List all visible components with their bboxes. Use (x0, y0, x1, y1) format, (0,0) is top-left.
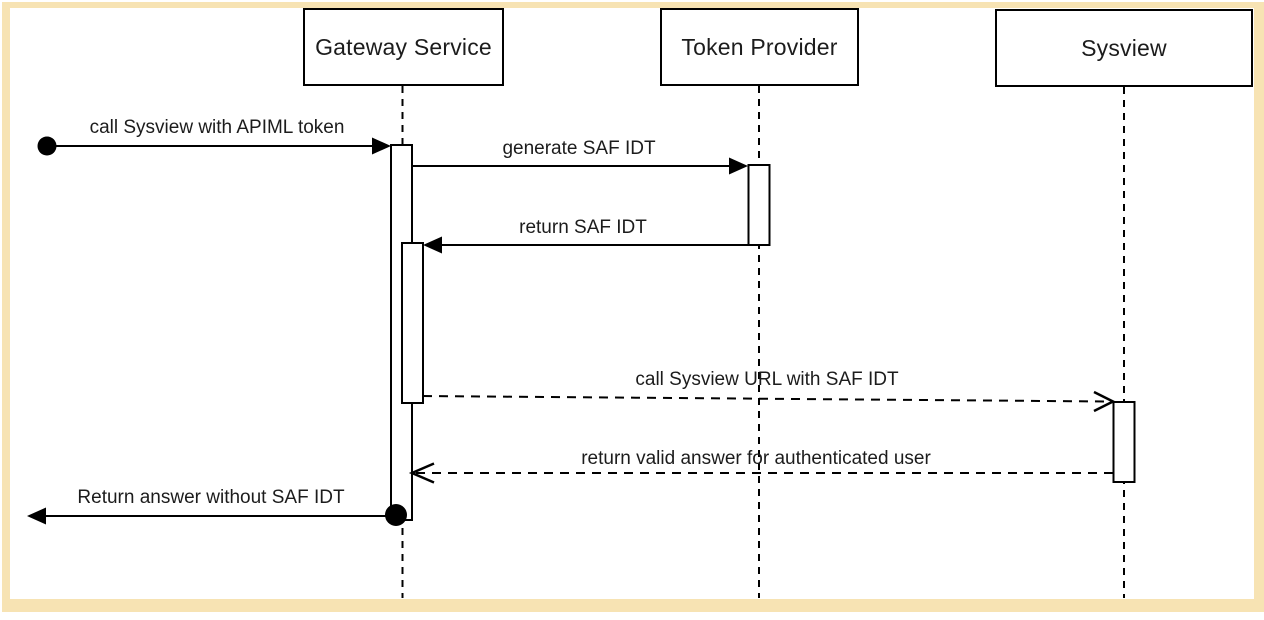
activation-sysview (1112, 401, 1136, 483)
actor-sysview: Sysview (995, 9, 1253, 87)
open-arrowhead-left (408, 462, 435, 484)
actor-gateway-service: Gateway Service (303, 8, 504, 86)
message-label-call-sysview-with-apiml-token: call Sysview with APIML token (89, 117, 345, 138)
filled-arrowhead-right (729, 157, 748, 175)
actor-gateway-service-label: Gateway Service (315, 33, 492, 60)
open-arrowhead-right (1093, 390, 1116, 413)
arrow-generate-saf-idt (412, 157, 748, 175)
actor-sysview-label: Sysview (1081, 34, 1167, 61)
arrow-return-saf-idt (423, 236, 748, 254)
arrow-call-sysview-url-with-saf-idt (422, 390, 1116, 413)
message-label-return-valid-answer: return valid answer for authenticated us… (581, 448, 931, 469)
lost-message-dot (385, 504, 407, 526)
message-label-generate-saf-idt: generate SAF IDT (502, 138, 656, 159)
arrow-call-sysview-with-apiml-token (37, 136, 391, 156)
message-label-return-answer-without-saf-idt: Return answer without SAF IDT (77, 487, 345, 508)
actor-token-provider-label: Token Provider (681, 33, 838, 60)
message-label-return-saf-idt: return SAF IDT (519, 217, 647, 238)
found-message-dot (37, 136, 57, 156)
message-label-call-sysview-url-with-saf-idt: call Sysview URL with SAF IDT (635, 369, 899, 390)
activation-gateway-nested (401, 242, 424, 404)
filled-arrowhead-left (423, 236, 442, 254)
filled-arrowhead-right (372, 137, 391, 155)
filled-arrowhead-left (27, 507, 46, 525)
arrow-return-answer-without-saf-idt (27, 504, 407, 526)
activation-token-provider (747, 164, 771, 246)
actor-token-provider: Token Provider (660, 8, 859, 86)
arrow-return-valid-answer (408, 462, 1113, 484)
